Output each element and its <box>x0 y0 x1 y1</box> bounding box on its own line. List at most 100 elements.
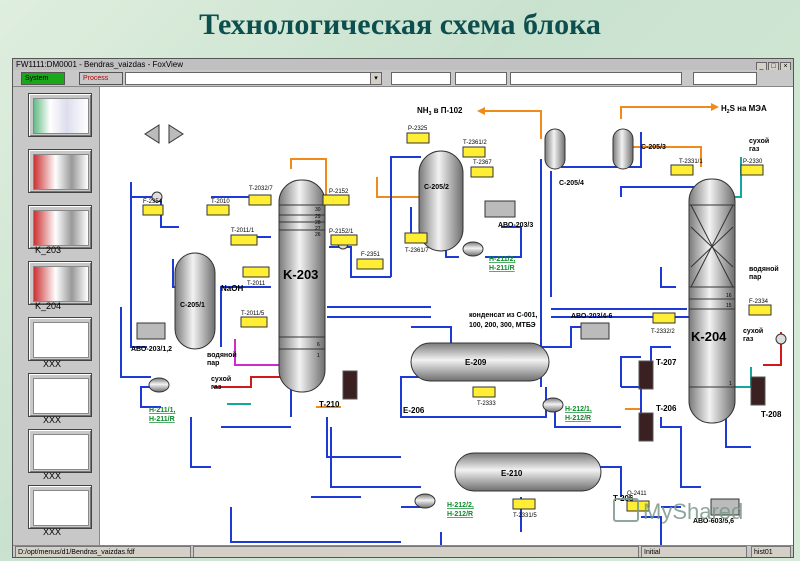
heat-exchanger-t206[interactable]: T-206 <box>638 404 677 442</box>
dry-gas-top-label: сухой <box>749 137 769 145</box>
heat-exchanger-t208[interactable]: T-208 <box>750 376 782 419</box>
output-nh3-label: NH3 в П-102 <box>417 106 463 117</box>
tag-box[interactable] <box>462 146 486 158</box>
tray-label: 16 <box>726 293 732 299</box>
thumbnail-xxx-2[interactable] <box>28 373 92 417</box>
watermark-text: MyShared <box>643 499 744 524</box>
pump-label: H-211/2, <box>489 256 516 263</box>
thumbnail-xxx-4[interactable] <box>28 485 92 529</box>
tag-box[interactable] <box>142 204 164 216</box>
naoh-label: NaOH <box>221 284 243 293</box>
tray-label: 26 <box>315 232 321 238</box>
display-select[interactable] <box>125 72 382 85</box>
system-button[interactable]: System <box>21 72 65 85</box>
pump-label: H-212/R <box>565 415 591 422</box>
thumbnail-label: XXX <box>43 415 62 425</box>
tag-box[interactable] <box>322 194 350 206</box>
valve-icon[interactable] <box>151 191 163 203</box>
pump-h212-2[interactable]: H-212/2, H-212/R <box>414 493 474 518</box>
thumbnail-plant[interactable] <box>28 149 92 193</box>
thumbnail-xxx-3[interactable] <box>28 429 92 473</box>
tag-box[interactable] <box>230 234 258 246</box>
valve-icon[interactable] <box>775 333 787 345</box>
tag-box[interactable] <box>512 498 536 510</box>
tag-box[interactable] <box>406 132 430 144</box>
pump-label: H-212/R <box>447 511 473 518</box>
toolbar-field-2[interactable] <box>455 72 507 85</box>
air-cooler-avo2033[interactable]: АВО-203/3 <box>484 200 533 229</box>
tag-label: P-2325 <box>408 126 428 132</box>
toolbar-field-4[interactable] <box>693 72 757 85</box>
air-cooler-avo60356[interactable]: АВО-603/5,6 <box>693 498 740 525</box>
tag-label: F-2354 <box>143 199 163 205</box>
vessel-c2053[interactable]: C-205/3 <box>612 128 666 170</box>
process-button[interactable]: Process <box>79 72 123 85</box>
tag-box[interactable] <box>356 258 384 270</box>
tag-box[interactable] <box>206 204 230 216</box>
toolbar-field-1[interactable] <box>391 72 451 85</box>
vessel-c2054-label: C-205/4 <box>559 180 584 187</box>
tray-label: 1 <box>729 381 732 387</box>
tag-box[interactable] <box>240 316 268 328</box>
vessel-c2052[interactable]: C-205/2 <box>418 150 464 252</box>
tag-label: P-2152 <box>329 189 349 195</box>
thumbnail-overview[interactable] <box>28 93 92 137</box>
tray-label: 29 <box>315 214 321 220</box>
air-cooler-label: АВО-203/1,2 <box>131 346 172 353</box>
tag-label: P-2152/1 <box>329 229 354 235</box>
tag-box[interactable] <box>652 312 676 324</box>
e206-label: E-206 <box>403 406 425 415</box>
vessel-c2051[interactable]: C-205/1 <box>174 252 216 350</box>
window-titlebar: FW1111:DM0001 - Bendras_vaizdas - FoxVie… <box>13 59 793 72</box>
tag-label: T-2011 <box>247 281 266 287</box>
nav-forward-icon[interactable] <box>168 124 184 144</box>
heat-exchanger-t210[interactable]: T-210 <box>319 370 358 409</box>
chevron-down-icon[interactable]: ▾ <box>370 72 382 85</box>
column-k203[interactable]: K-203 30 29 28 27 26 6 1 <box>278 179 326 393</box>
tray-label: 1 <box>317 353 320 359</box>
column-k204[interactable]: K-204 16 15 1 <box>688 178 736 424</box>
tag-box[interactable] <box>740 164 764 176</box>
vessel-c2054[interactable]: C-205/4 <box>544 128 584 187</box>
thumbnail-label: XXX <box>43 359 62 369</box>
nav-back-icon[interactable] <box>144 124 160 144</box>
vessel-e210[interactable]: E-210 <box>454 452 602 492</box>
tag-label: T-2011/5 <box>241 311 265 317</box>
vessel-e209-label: E-209 <box>465 358 487 367</box>
air-cooler-label: АВО-203/4-6 <box>571 313 613 320</box>
thumbnail-label: XXX <box>43 527 62 537</box>
thumbnail-xxx-1[interactable] <box>28 317 92 361</box>
tag-box[interactable] <box>248 194 272 206</box>
tag-box[interactable] <box>670 164 694 176</box>
tag-box[interactable] <box>404 232 428 244</box>
heat-exchanger-label: T-207 <box>656 358 677 367</box>
tag-box[interactable] <box>242 266 270 278</box>
tray-label: 15 <box>726 303 732 309</box>
pump-h211-1[interactable]: H-211/1, H-211/R <box>148 377 176 423</box>
tag-box[interactable] <box>748 304 772 316</box>
thumbnail-k204[interactable] <box>28 261 92 305</box>
tag-label: F-2351 <box>361 252 381 258</box>
pump-h211-2[interactable]: H-211/2, H-211/R <box>462 241 516 272</box>
watermark: MyShared <box>613 498 743 525</box>
tag-box[interactable] <box>330 234 358 246</box>
pump-h212-1[interactable]: H-212/1, H-212/R <box>542 397 592 422</box>
condensate-label: 100, 200, 300, МТБЭ <box>469 322 536 329</box>
presentation-icon <box>613 498 639 522</box>
heat-exchanger-t207[interactable]: T-207 <box>638 358 677 390</box>
air-cooler-avo20346[interactable]: АВО-203/4-6 <box>571 313 613 340</box>
vessel-e209[interactable]: E-209 <box>410 342 550 382</box>
toolbar-field-3[interactable] <box>510 72 682 85</box>
tag-box[interactable] <box>470 166 494 178</box>
thumbnail-k203[interactable] <box>28 205 92 249</box>
thumbnail-preview <box>33 434 89 470</box>
heat-exchanger-label: T-210 <box>319 400 340 409</box>
vessel-e210-label: E-210 <box>501 469 523 478</box>
tag-box[interactable] <box>472 386 496 398</box>
process-diagram-svg: K-203 30 29 28 27 26 6 1 <box>120 103 787 557</box>
air-cooler-avo2031[interactable]: АВО-203/1,2 <box>131 322 172 353</box>
tray-label: 6 <box>317 342 320 348</box>
tray-label: 27 <box>315 226 321 232</box>
statusbar-message <box>193 546 639 557</box>
steam-right-label: водяной <box>749 265 779 273</box>
